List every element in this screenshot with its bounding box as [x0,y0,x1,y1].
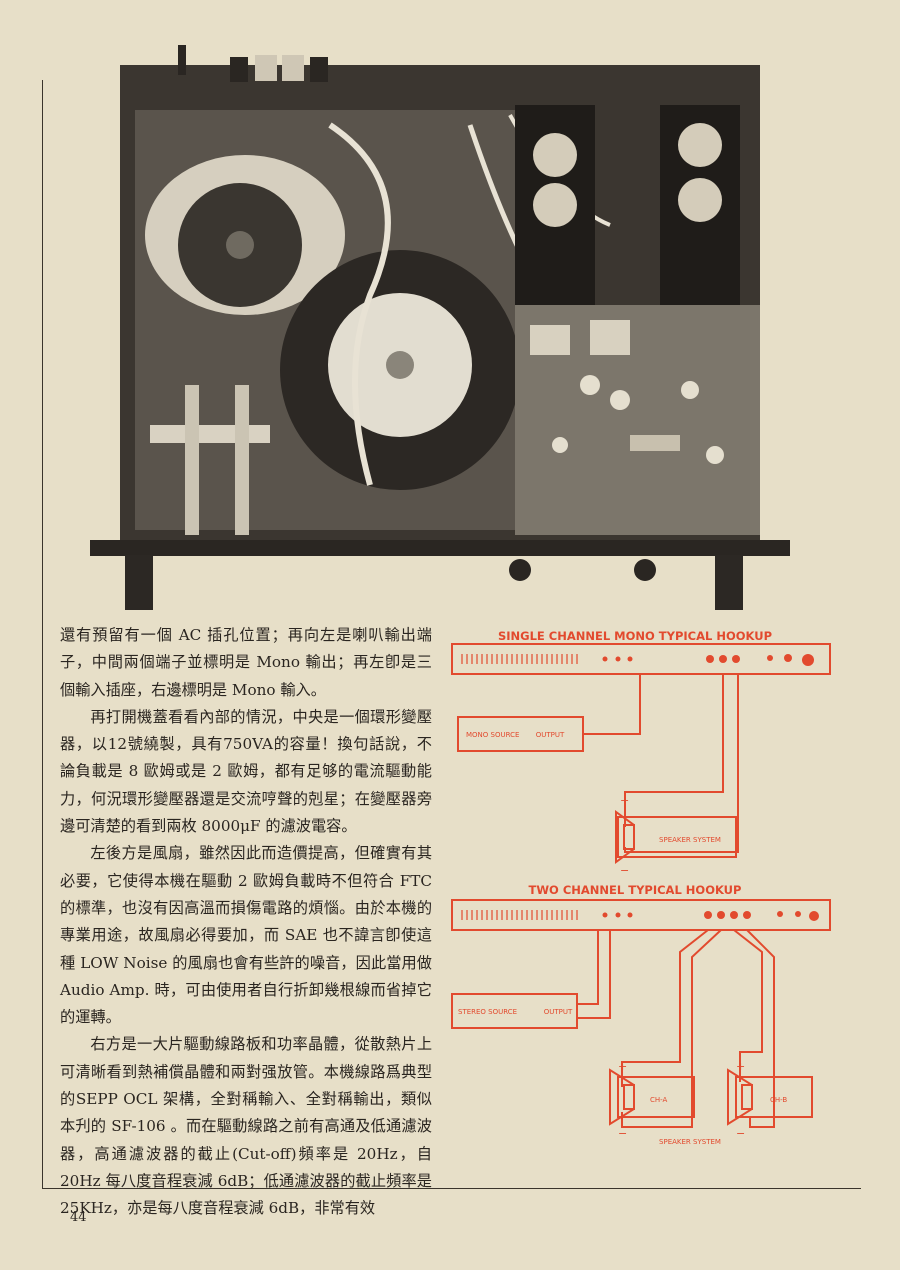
ch-b-speaker [727,1068,813,1126]
amplifier-interior-photo [90,45,790,615]
ch-a-speaker [609,1068,695,1126]
paragraph: 左後方是風扇，雖然因此而造價提高，但確實有其必要，它使得本機在驅動 2 歐姆負載… [60,844,432,1027]
stereo-source-label: STEREO SOURCE [458,1008,517,1016]
page-number: 44 [70,1210,87,1225]
two-channel-minus-a: − [618,1127,627,1140]
mono-output-label: OUTPUT [536,731,565,739]
two-channel-minus-b: − [736,1127,745,1140]
ch-a-label: CH-A [650,1096,668,1104]
stereo-input-cable-b [577,930,611,1019]
mono-speaker [615,810,737,864]
ch-b-label: CH-B [770,1096,787,1104]
two-channel-plus-b: + [736,1060,745,1073]
stereo-output-label: OUTPUT [544,1008,573,1016]
mono-connectors [602,654,814,666]
mono-speaker-label: SPEAKER SYSTEM [659,836,721,844]
mono-plus-sign: + [620,794,629,807]
stereo-source-box [451,993,578,1029]
mono-amplifier-panel [451,643,831,675]
hookup-diagram: SINGLE CHANNEL MONO TYPICAL HOOKUP MONO … [451,629,831,1146]
article-body: 還有預留有一個 AC 插孔位置；再向左是喇叭輸出端子，中間兩個端子並標明是 Mo… [60,622,432,1223]
ch-a-cable-minus [621,929,722,1128]
two-channel-vent-slots [461,910,578,920]
two-channel-amplifier-panel [451,899,831,931]
mono-minus-sign: − [620,864,629,877]
mono-source-label: MONO SOURCE [466,731,519,739]
two-channel-title: TWO CHANNEL TYPICAL HOOKUP [529,883,742,897]
stereo-input-cable-a [577,930,599,1005]
two-channel-plus-a: + [618,1060,627,1073]
page-frame [42,80,861,1189]
two-channel-connectors [602,911,819,921]
ch-b-cable-minus [746,929,775,1128]
paragraph: 再打開機蓋看看內部的情況，中央是一個環形變壓器，以12號繞製，具有750VA的容… [60,707,432,836]
mono-speaker-cable-plus [624,674,724,827]
ch-a-cable-plus [621,929,709,1087]
mono-input-cable [583,674,641,735]
paragraph: 右方是一大片驅動線路板和功率晶體，從散熱片上可清晰看到熱補償晶體和兩對强放管。本… [60,1035,432,1218]
mono-title: SINGLE CHANNEL MONO TYPICAL HOOKUP [498,629,772,643]
ch-b-cable-plus [733,929,763,1082]
paragraph: 還有預留有一個 AC 插孔位置；再向左是喇叭輸出端子，中間兩個端子並標明是 Mo… [60,626,432,699]
mono-speaker-cable-minus [624,674,739,853]
mono-vent-slots [461,654,578,664]
two-channel-speaker-label: SPEAKER SYSTEM [659,1138,721,1146]
